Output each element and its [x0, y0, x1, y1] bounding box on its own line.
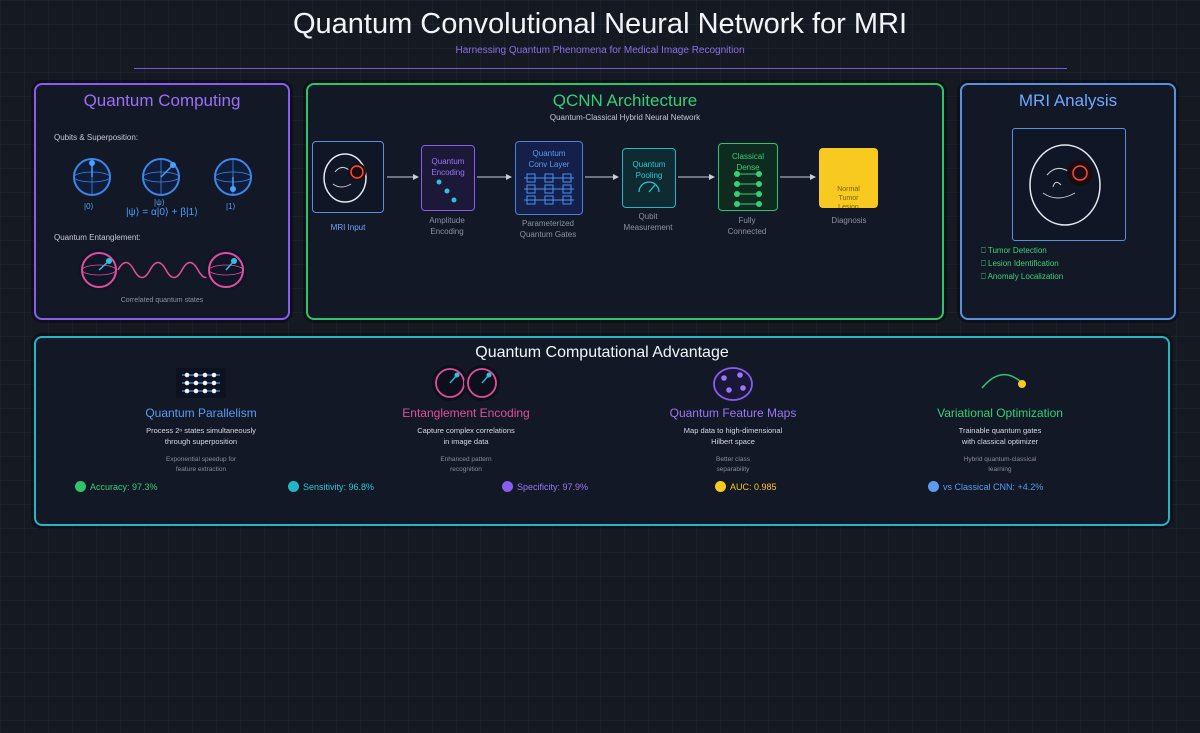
stage-caption: Amplitude Encoding	[429, 216, 465, 236]
page-subtitle: Harnessing Quantum Phenomena for Medical…	[455, 45, 745, 56]
metric-label: AUC: 0.985	[730, 481, 777, 492]
entangled-pair-icon	[78, 249, 247, 291]
stage-caption: Diagnosis	[831, 216, 867, 225]
qcnn-subtitle: Quantum-Classical Hybrid Neural Network	[549, 113, 701, 122]
qcnn-architecture-panel: QCNN Architecture Quantum-Classical Hybr…	[306, 83, 944, 320]
encoding-points-icon	[436, 179, 457, 203]
page-title: Quantum Convolutional Neural Network for…	[292, 8, 908, 40]
brain-scan-icon	[323, 153, 367, 203]
bloch-sphere-1-icon	[214, 158, 252, 196]
metric-dot	[75, 481, 86, 492]
mri-analysis-title: MRI Analysis	[1018, 91, 1118, 110]
header-divider	[134, 68, 1067, 69]
metric-specificity: Specificity: 97.9%	[502, 481, 588, 492]
metric-label: Accuracy: 97.3%	[90, 481, 158, 492]
dense-layer-icon	[734, 171, 762, 207]
entangled-qubits-icon	[432, 365, 500, 401]
advantage-icons	[176, 365, 1026, 401]
stage-box-label: Quantum Conv Layer	[528, 149, 570, 169]
adv-item-note: Hybrid quantum-classical learning	[963, 456, 1037, 473]
qubit-diagram	[73, 158, 252, 291]
adv-item-desc: Process 2ⁿ states simultaneously through…	[146, 426, 256, 446]
feature-tumor-detection: ⎕ Tumor Detection	[981, 246, 1047, 255]
superposition-equation: |ψ⟩ = α|0⟩ + β|1⟩	[125, 207, 199, 218]
correlated-label: Correlated quantum states	[120, 297, 204, 304]
metric-label: Specificity: 97.9%	[517, 481, 589, 492]
ket-psi-label: |ψ⟩	[154, 198, 165, 207]
diagnosis-stage: Normal Tumor Lesion	[819, 148, 878, 208]
bloch-sphere-0-icon	[73, 158, 111, 196]
hilbert-space-icon	[713, 367, 753, 401]
metric-dot	[715, 481, 726, 492]
advantage-panel: Quantum Computational Advantage	[34, 336, 1170, 526]
stage-caption: Parameterized Quantum Gates	[519, 219, 577, 239]
bloch-sphere-psi-icon	[142, 158, 180, 196]
ket-0-label: |0⟩	[84, 202, 94, 211]
adv-item-title: Entanglement Encoding	[402, 406, 530, 420]
adv-item-note: Better class separability	[716, 456, 750, 473]
metric-auc: AUC: 0.985	[715, 481, 777, 492]
qcnn-title: QCNN Architecture	[552, 91, 698, 110]
quantum-encoding-stage: Quantum Encoding	[421, 145, 475, 211]
adv-item-desc: Trainable quantum gates with classical o…	[958, 426, 1042, 446]
stage-caption: Qubit Measurement	[623, 212, 673, 232]
stage-box-label: Quantum Pooling	[632, 160, 666, 180]
quantum-pooling-stage: Quantum Pooling	[622, 148, 676, 208]
stage-caption: MRI Input	[330, 223, 366, 232]
quantum-computing-title: Quantum Computing	[83, 91, 241, 110]
metric-label: vs Classical CNN: +4.2%	[943, 481, 1044, 492]
stage-box-label: Quantum Encoding	[431, 157, 465, 177]
ket-1-label: |1⟩	[226, 202, 236, 211]
metric-label: Sensitivity: 96.8%	[303, 481, 375, 492]
metric-dot	[502, 481, 513, 492]
adv-item-note: Exponential speedup for feature extracti…	[165, 456, 237, 473]
feature-anomaly-localization: ⎕ Anomaly Localization	[981, 272, 1064, 281]
adv-item-title: Quantum Parallelism	[145, 406, 257, 420]
mri-analysis-panel: MRI Analysis ⎕ Tumor Detection ⎕ Lesion …	[960, 83, 1176, 320]
metric-accuracy: Accuracy: 97.3%	[75, 481, 158, 492]
adv-item-title: Variational Optimization	[937, 406, 1063, 420]
brain-scan-icon	[1029, 144, 1101, 226]
optimization-arc-icon	[981, 374, 1026, 389]
metric-dot	[928, 481, 939, 492]
adv-item-title: Quantum Feature Maps	[669, 406, 797, 420]
classical-dense-stage: Classical Dense	[718, 143, 778, 211]
metric-sensitivity: Sensitivity: 96.8%	[288, 481, 374, 492]
metric-vs-classical: vs Classical CNN: +4.2%	[928, 481, 1043, 492]
entanglement-label: Quantum Entanglement:	[54, 233, 141, 242]
adv-item-desc: Map data to high-dimensional Hilbert spa…	[683, 426, 783, 446]
adv-item-note: Enhanced pattern recognition	[440, 456, 492, 473]
qubits-label: Qubits & Superposition:	[54, 133, 139, 142]
quantum-conv-stage: Quantum Conv Layer	[515, 141, 583, 215]
meter-icon	[638, 181, 660, 193]
stage-box-label: Classical Dense	[731, 152, 764, 172]
advantage-title: Quantum Computational Advantage	[475, 344, 729, 361]
gate-grid-icon	[524, 173, 574, 205]
stage-caption: Fully Connected	[727, 216, 767, 236]
stage-box-label: Normal Tumor Lesion	[837, 186, 860, 208]
quantum-computing-panel: Quantum Computing Qubits & Superposition…	[34, 83, 290, 320]
mri-input-stage	[312, 141, 384, 213]
feature-lesion-identification: ⎕ Lesion Identification	[981, 259, 1059, 268]
qubit-grid-icon	[176, 368, 226, 398]
adv-item-desc: Capture complex correlations in image da…	[417, 426, 515, 446]
metric-dot	[288, 481, 299, 492]
mri-scan-frame	[1012, 128, 1126, 241]
